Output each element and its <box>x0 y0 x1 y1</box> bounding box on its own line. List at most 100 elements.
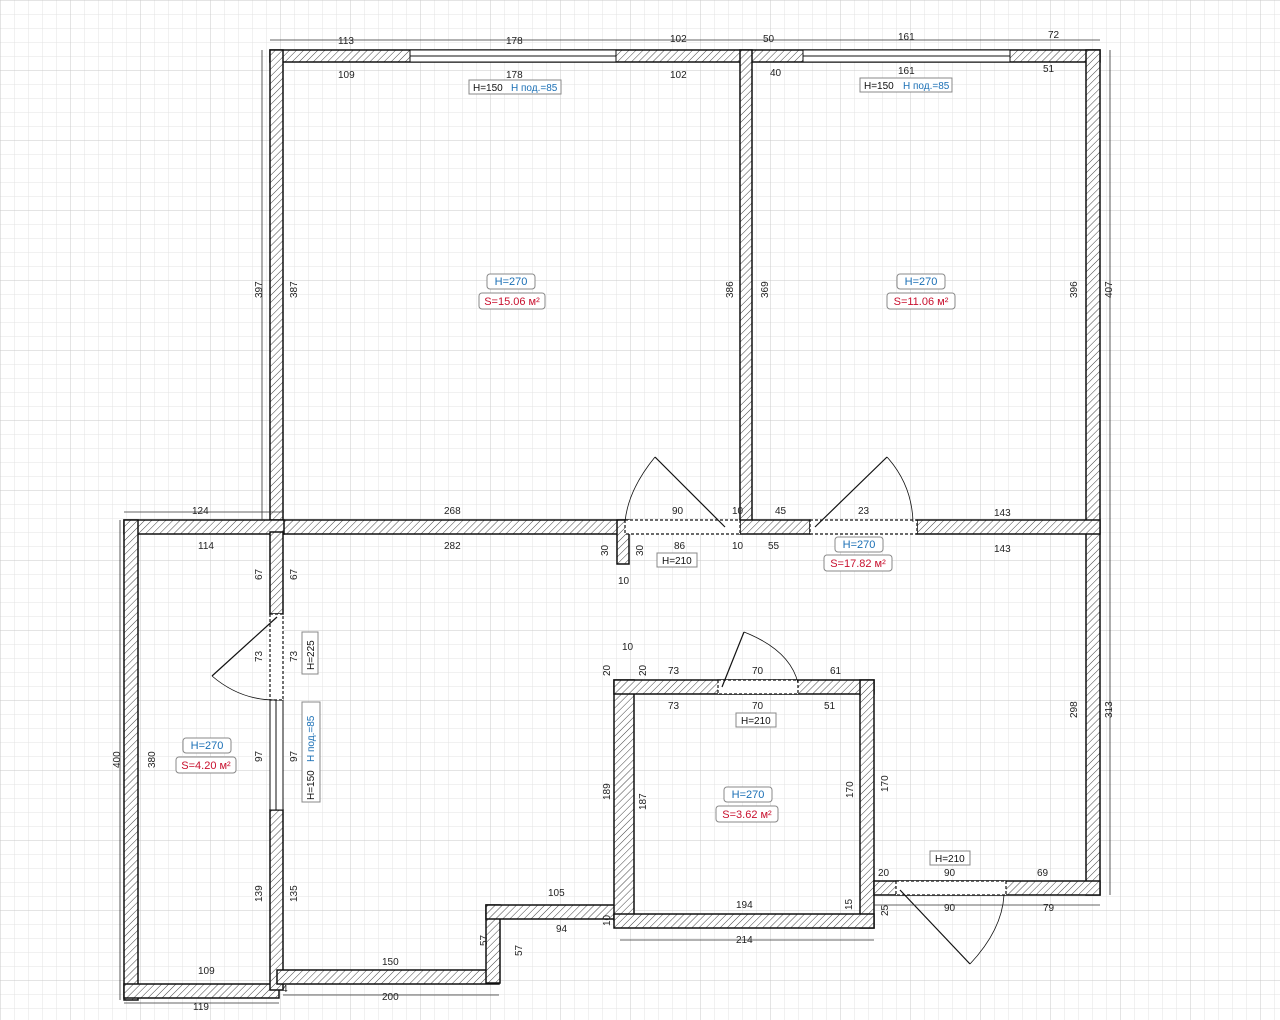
dim-bath-7: 73 <box>668 701 680 712</box>
dim-r1-right: 386 <box>725 281 736 298</box>
dim-mid-3: 10 <box>732 506 744 517</box>
room-area-1: S=15.06 м² <box>484 296 540 308</box>
dim-top-outer-2: 178 <box>506 36 523 47</box>
dim-hall-right-inner: 298 <box>1069 701 1080 718</box>
door-height-1: H=210 <box>662 556 692 567</box>
dim-b-5: 94 <box>556 924 568 935</box>
dim-bath-12: 170 <box>845 781 856 798</box>
dim-bath-9: 51 <box>824 701 836 712</box>
room-height-4: H=270 <box>191 740 224 752</box>
dim-right-outer: 407 <box>1104 281 1115 298</box>
door-height-2: H=210 <box>741 716 771 727</box>
dim-bath-8: 70 <box>752 701 764 712</box>
dim-bath-4: 73 <box>668 666 680 677</box>
dimension-texts: 113 178 102 50 161 72 109 178 102 40 161… <box>112 30 1115 1013</box>
dim-l-outer: 400 <box>112 751 123 768</box>
dim-mid-4: 45 <box>775 506 787 517</box>
room-label-5: H=270 S=3.62 м² <box>715 786 779 823</box>
dim-mid-14: 55 <box>768 541 780 552</box>
window-height-1: H=150 <box>473 83 503 94</box>
room-label-4: H=270 S=4.20 м² <box>175 737 237 774</box>
dim-mid-16: 10 <box>618 576 630 587</box>
dim-top-outer-1: 113 <box>338 36 354 47</box>
door-height-4: H=225 <box>306 640 317 670</box>
dim-mid-9: 282 <box>444 541 461 552</box>
dim-top-inner-1: 109 <box>338 70 355 81</box>
window-height-2: H=150 <box>864 81 894 92</box>
dim-mid-11: 86 <box>674 541 686 552</box>
dim-mid-10: 30 <box>600 544 611 556</box>
dim-rb-4: 25 <box>880 904 891 916</box>
dim-l-4: 73 <box>289 650 300 662</box>
dim-l-2: 67 <box>289 568 300 580</box>
dim-l-bot-3: 4 <box>282 984 288 995</box>
dim-rb-6: 79 <box>1043 903 1055 914</box>
dim-top-outer-5: 161 <box>898 32 915 43</box>
dim-l-5: 97 <box>254 750 265 762</box>
dim-bath-16: 10 <box>602 914 613 926</box>
dim-b-2: 200 <box>382 992 399 1003</box>
room-label-1: H=270 S=15.06 м² <box>478 273 546 310</box>
dim-mid-1: 268 <box>444 506 461 517</box>
dim-mid-7: 124 <box>192 506 209 517</box>
dim-bath-11: 187 <box>638 793 649 810</box>
dim-l-1: 67 <box>254 568 265 580</box>
dim-bath-15: 15 <box>844 898 855 910</box>
window-height-3: H=150 <box>306 770 317 800</box>
dim-top-inner-2: 178 <box>506 70 523 81</box>
dim-bath-1: 10 <box>622 642 634 653</box>
dimension-lines <box>119 39 1111 1004</box>
dim-left-inner: 387 <box>289 281 300 298</box>
dim-mid-8: 114 <box>198 541 214 552</box>
dim-mid-13: 10 <box>732 541 744 552</box>
dim-top-outer-3: 102 <box>670 34 687 45</box>
dim-mid-6: 143 <box>994 508 1011 519</box>
dim-top-outer-4: 50 <box>763 34 775 45</box>
dim-mid-15: 143 <box>994 544 1011 555</box>
dim-b-1: 150 <box>382 957 399 968</box>
room-height-5: H=270 <box>732 789 765 801</box>
room-label-2: H=270 S=11.06 м² <box>886 273 956 310</box>
dim-top-inner-5: 161 <box>898 66 915 77</box>
dim-mid-2: 90 <box>672 506 684 517</box>
dim-bath-14: 194 <box>736 900 753 911</box>
dim-top-inner-6: 51 <box>1043 64 1055 75</box>
dim-l-7: 139 <box>254 885 265 902</box>
room-area-2: S=11.06 м² <box>894 296 949 308</box>
top-windows <box>409 49 1011 63</box>
dim-bath-10: 189 <box>602 783 613 800</box>
partition-window <box>269 699 284 811</box>
dim-bath-17: 214 <box>736 935 753 946</box>
window-sill-3: H под.=85 <box>306 715 317 762</box>
dim-top-inner-3: 102 <box>670 70 687 81</box>
dim-rb-1: 20 <box>878 868 890 879</box>
dim-r2-left: 369 <box>760 281 771 298</box>
dim-b-6: 105 <box>548 888 565 899</box>
dim-top-inner-4: 40 <box>770 68 782 79</box>
dim-bath-2: 20 <box>602 664 613 676</box>
dim-mid-5: 23 <box>858 506 870 517</box>
dim-l-inner: 380 <box>147 751 158 768</box>
room-area-3: S=17.82 м² <box>830 558 886 570</box>
dim-hall-right-outer: 313 <box>1104 701 1115 718</box>
dim-rb-5: 90 <box>944 903 956 914</box>
dim-bath-3: 20 <box>638 664 649 676</box>
door-height-3: H=210 <box>935 854 965 865</box>
dim-r2-right: 396 <box>1069 281 1080 298</box>
dim-rb-2: 90 <box>944 868 956 879</box>
window-label-1: H=150 H под.=85 <box>468 79 562 95</box>
dim-l-8: 135 <box>289 885 300 902</box>
dim-top-outer-6: 72 <box>1048 30 1060 41</box>
window-sill-2: H под.=85 <box>903 81 950 92</box>
dim-l-bot-1: 109 <box>198 966 215 977</box>
door-labels: H=210 H=210 H=210 H=225 <box>301 552 971 866</box>
window-label-3: H=150 H под.=85 <box>301 701 321 803</box>
room-area-4: S=4.20 м² <box>181 760 231 772</box>
room-area-5: S=3.62 м² <box>722 809 772 821</box>
dim-left-outer: 397 <box>254 281 265 298</box>
dim-b-3: 57 <box>479 934 490 946</box>
doors <box>211 456 1007 965</box>
dim-bath-13: 170 <box>880 775 891 792</box>
